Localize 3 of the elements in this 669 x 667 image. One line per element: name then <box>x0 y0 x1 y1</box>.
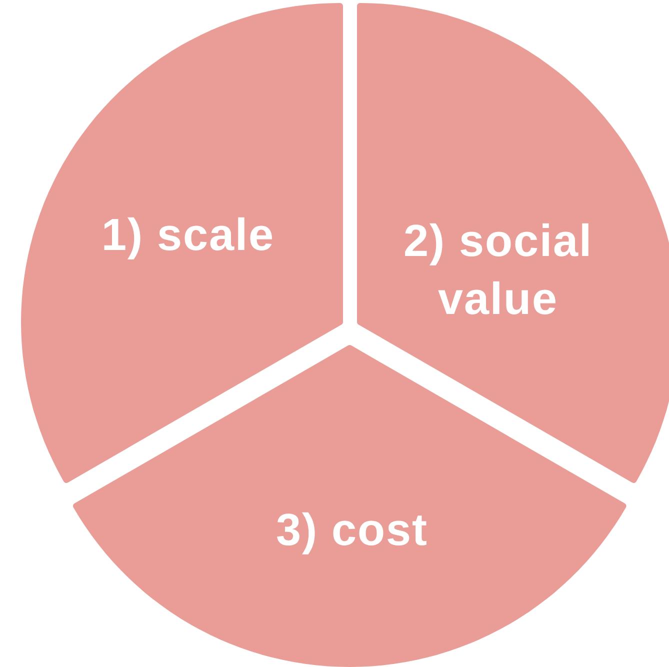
sector-label: 3) cost <box>274 503 429 557</box>
sector-label: 1) scale <box>100 208 276 262</box>
sector-label: 2) social value <box>402 214 594 326</box>
